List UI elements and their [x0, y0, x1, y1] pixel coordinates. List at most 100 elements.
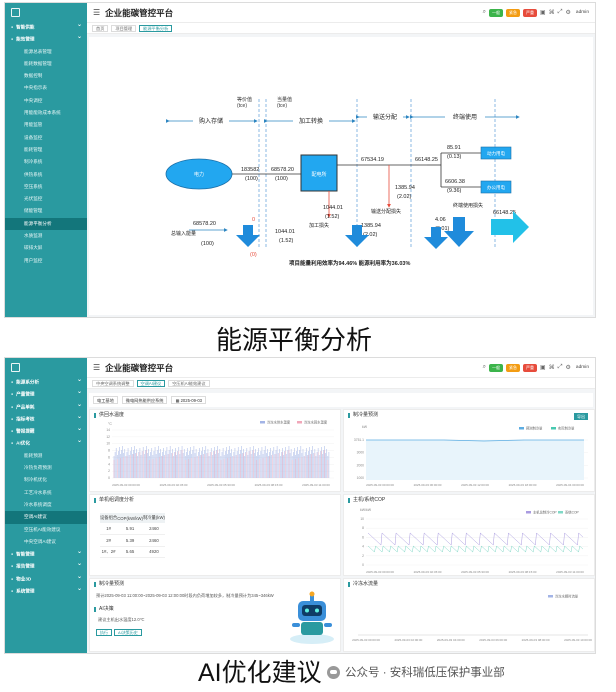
terminal-b-node[interactable] — [480, 180, 512, 194]
combo-table-title: 单机组调度分析 — [94, 498, 134, 503]
app-title: 企业能碳管控平台 — [105, 362, 174, 373]
sidebar-item[interactable]: 用户监控 — [24, 257, 43, 263]
sidebar-item[interactable]: 光伏监控 — [24, 196, 43, 202]
alarm-badge-urgent[interactable]: 紧急 — [506, 363, 521, 372]
sidebar-item[interactable]: 设备监控 — [24, 134, 43, 140]
tab-ac-ai[interactable]: 空调AI建议 — [136, 379, 166, 387]
sidebar-item[interactable]: 指标考核 — [5, 413, 87, 425]
sidebar-item[interactable]: 中央调控 — [24, 97, 43, 103]
x-tick-label: 2025-09-03 08:15:00 — [255, 483, 283, 487]
sidebar-item[interactable]: 工艺冷水系统 — [24, 489, 52, 495]
sidebar-item[interactable]: 智能供能 — [5, 21, 87, 33]
distribution-node[interactable] — [300, 154, 338, 192]
menu-toggle-icon[interactable]: ☰ — [93, 8, 101, 17]
sidebar-item[interactable]: 能源总表管理 — [24, 48, 52, 54]
plant-select[interactable]: 电工基地 — [93, 396, 118, 404]
x-tick-label: 2025-09-03 05:30:00 — [461, 570, 489, 574]
sidebar-item[interactable]: 能耗预测 — [24, 452, 43, 458]
sidebar-item[interactable]: 储能管理 — [24, 208, 43, 214]
translate-icon[interactable]: ⌘ — [548, 10, 555, 16]
sidebar-item[interactable]: 冷水系统调度 — [24, 501, 52, 507]
sidebar-item[interactable]: 警报提醒 — [5, 425, 87, 437]
x-tick-label: 2025-09-03 06:00:00 — [479, 638, 507, 642]
sidebar-item[interactable]: 能效管理 — [5, 33, 87, 45]
alarm-badge-severe[interactable]: 严重 — [523, 363, 538, 372]
sidebar-item[interactable]: 能耗数据管理 — [24, 60, 52, 66]
calorific-pct: (100) — [275, 176, 288, 182]
user-name[interactable]: admin — [575, 365, 589, 370]
sidebar-item[interactable]: 智能管理 — [5, 548, 87, 560]
terminal-a-node[interactable] — [480, 146, 512, 160]
terminal-b-value: 6606.38 — [445, 179, 465, 185]
settings-icon[interactable]: ⚙ — [565, 365, 571, 371]
sidebar-item[interactable]: 物业3D — [5, 573, 87, 585]
sidebar-item[interactable]: 空调AI建议 — [5, 511, 87, 524]
menu-toggle-icon[interactable]: ☰ — [93, 363, 101, 372]
sidebar-item[interactable]: 能源系分析 — [5, 376, 87, 388]
alarm-badge-normal[interactable]: 一般 — [489, 8, 504, 17]
transmission-loss-b: 1385.94 — [361, 223, 381, 229]
date-picker[interactable]: ▦ 2025-09-03 — [171, 396, 207, 404]
translate-icon[interactable]: ⌘ — [548, 365, 555, 371]
export-button[interactable]: 导出 — [574, 413, 588, 420]
system-select[interactable]: 微电网热能供应系统 — [121, 396, 168, 404]
sidebar-item[interactable]: 中央指示表 — [24, 85, 47, 91]
ai-decision-title: AI决策 — [94, 607, 114, 612]
caption-energy-balance: 能源平衡分析 — [216, 325, 373, 355]
purchase-value: 68578.20 — [193, 221, 216, 227]
fullscreen-icon[interactable]: ⤢ — [557, 9, 563, 15]
sidebar-item[interactable]: 碳排大屏 — [24, 245, 43, 251]
sidebar-nav: 智能供能能效管理能源总表管理能耗数据管理数据控制中央指示表中央调控用能能效成本系… — [5, 3, 87, 317]
sidebar-item[interactable]: 空压机AI能效建议 — [24, 526, 61, 532]
settings-icon[interactable]: ⚙ — [565, 10, 571, 16]
tab-compressor-ai[interactable]: 空压机AI能效建议 — [168, 379, 210, 387]
sidebar-item[interactable]: 冷热负荷预测 — [24, 465, 52, 471]
fullscreen-icon[interactable]: ⤢ — [557, 364, 563, 370]
alarm-badge-severe[interactable]: 严重 — [523, 8, 538, 17]
sidebar-item[interactable]: 中央空调AI建议 — [24, 538, 56, 544]
ai-robot-icon — [290, 591, 334, 644]
x-tick-label: 2025-09-03 08:15:00 — [509, 570, 537, 574]
y-tick-label: 2000 — [357, 463, 365, 467]
screen-icon[interactable]: ▣ — [540, 365, 546, 371]
sidebar-item[interactable]: 数据控制 — [24, 73, 43, 79]
ai-history-button[interactable]: AI决策历史 — [114, 629, 142, 636]
screen-icon[interactable]: ▣ — [540, 10, 546, 16]
sidebar-item[interactable]: 能耗管理 — [24, 146, 43, 152]
cop-legend: 主机总制冷COP 系统COP — [526, 510, 580, 515]
sidebar-item[interactable]: 系统管理 — [5, 585, 87, 597]
search-icon[interactable]: ⌕ — [482, 9, 487, 15]
sidebar-item[interactable]: 制冷系统 — [24, 159, 43, 165]
combo-header-cop: COP(kW/kW) — [117, 513, 143, 523]
user-name[interactable]: admin — [575, 10, 589, 15]
tab-bar: 首页 项目管理 能源平衡分析 — [87, 23, 595, 34]
sidebar-item[interactable]: 水质监测 — [24, 233, 43, 239]
tab-central-ac[interactable]: 中央空调系统调整 — [92, 379, 134, 387]
sidebar-item[interactable]: 产品单耗 — [5, 401, 87, 413]
sidebar-item[interactable]: 用能能效成本系统 — [24, 110, 61, 116]
svg-text:主机总制冷COP: 主机总制冷COP — [533, 510, 557, 515]
alarm-badge-urgent[interactable]: 紧急 — [506, 8, 521, 17]
cooling-forecast-legend: 预测制冷量 实际制冷量 — [519, 426, 575, 431]
sidebar-item[interactable]: 能源平衡分析 — [5, 217, 87, 231]
sidebar-item[interactable]: 空压系统 — [24, 183, 43, 189]
execute-button[interactable]: 执行 — [96, 629, 112, 636]
search-icon[interactable]: ⌕ — [482, 364, 487, 370]
sidebar-item[interactable]: 制冷机优化 — [24, 477, 47, 483]
tab-home[interactable]: 首页 — [92, 24, 109, 32]
sidebar-item[interactable]: 供热系统 — [24, 171, 43, 177]
x-tick-label: 2025-09-03 10:00:00 — [564, 638, 592, 642]
sidebar-item[interactable]: 产量管理 — [5, 388, 87, 400]
tab-energy-balance[interactable]: 能源平衡分析 — [139, 24, 173, 32]
sidebar-item[interactable]: 报告管理 — [5, 560, 87, 572]
sidebar-item[interactable]: 用能监管 — [24, 122, 43, 128]
alarm-badge-normal[interactable]: 一般 — [489, 363, 504, 372]
tab-project[interactable]: 项目管理 — [111, 24, 137, 32]
host-cop-line — [367, 532, 584, 546]
sidebar-item[interactable]: AI优化 — [5, 437, 87, 449]
